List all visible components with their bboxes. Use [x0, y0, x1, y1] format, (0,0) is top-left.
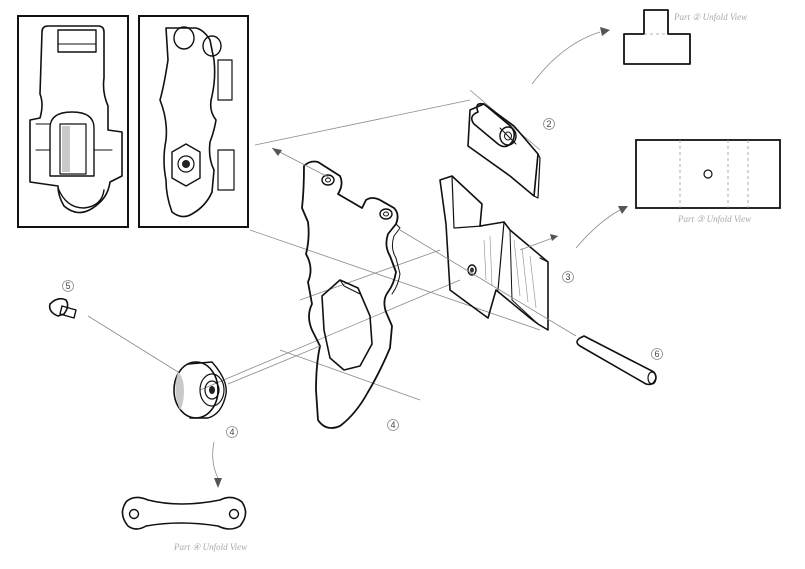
svg-text:5: 5	[65, 281, 70, 291]
svg-text:6: 6	[654, 349, 659, 359]
callout-part-4-eye: 4	[226, 426, 238, 438]
part-3-unfold-view	[575, 139, 781, 249]
part-4-unfold-view	[121, 441, 247, 530]
callout-part-5: 5	[62, 280, 74, 292]
unfold-notes: Part ② Unfold View Part ③ Unfold View Pa…	[173, 12, 751, 552]
note-part-4-unfold: Part ④ Unfold View	[173, 542, 247, 552]
svg-text:4: 4	[390, 420, 395, 430]
part-staple-bracket	[439, 175, 559, 331]
inset-rear-view	[138, 15, 249, 228]
svg-text:2: 2	[546, 119, 551, 129]
part-rivet	[48, 297, 179, 373]
callout-part-3: 3	[562, 271, 574, 283]
part-pin	[399, 229, 657, 386]
part-swivel-eye	[173, 345, 321, 419]
callout-part-6: 6	[651, 348, 663, 360]
part-hinge-leaf	[467, 102, 541, 199]
part-hasp-plate	[271, 147, 401, 429]
part-2-unfold-view	[531, 9, 691, 85]
svg-text:3: 3	[565, 272, 570, 282]
callout-part-2: 2	[543, 118, 555, 130]
callout-part-4-plate: 4	[387, 419, 399, 431]
note-part-2-unfold: Part ② Unfold View	[673, 12, 747, 22]
svg-text:4: 4	[229, 427, 234, 437]
inset-front-view	[17, 15, 129, 228]
callout-markers: 2 3 6 5 4 4	[62, 118, 663, 438]
note-part-3-unfold: Part ③ Unfold View	[677, 214, 751, 224]
